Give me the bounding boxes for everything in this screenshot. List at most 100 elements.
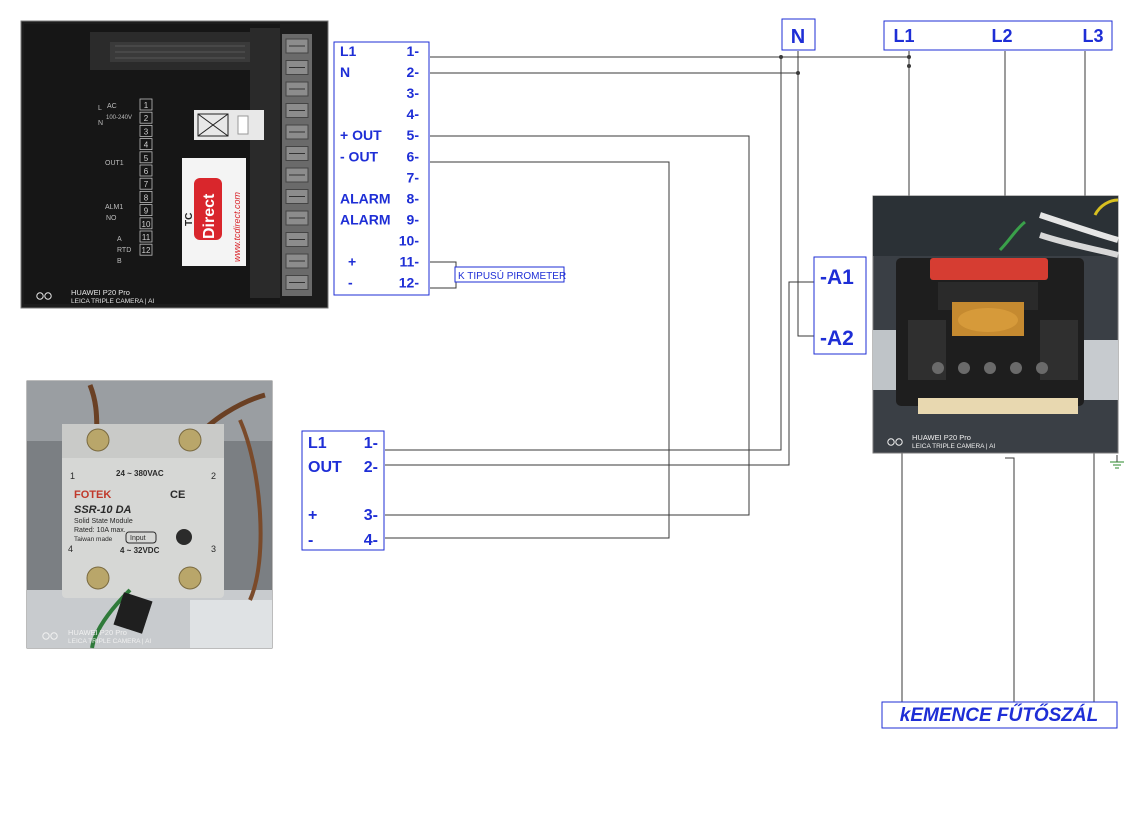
terminal-left-label: + OUT <box>340 127 382 143</box>
led-indicator-icon <box>176 529 192 545</box>
wire-out-minus-to-ssr4 <box>385 161 670 539</box>
pin-number-box <box>139 230 153 243</box>
terminal-number: 7- <box>407 169 420 185</box>
white-cable <box>1039 232 1119 258</box>
pin-number-box <box>139 204 153 217</box>
junction-dot <box>907 64 911 68</box>
brown-wire <box>238 419 263 601</box>
pin-number-box <box>139 177 153 190</box>
caption-line2: LEICA TRIPLE CAMERA | AI <box>68 638 151 645</box>
photo-label-rtd: RTD <box>117 247 131 254</box>
terminal-left-label: N <box>340 64 350 80</box>
terminal-number: 8- <box>407 190 420 206</box>
phase-label-l3: L3 <box>1082 26 1103 46</box>
photo-contactor: HUAWEI P20 Pro LEICA TRIPLE CAMERA | AI <box>872 195 1119 454</box>
neutral-label: N <box>791 26 805 48</box>
pin-number-box <box>139 243 153 256</box>
sticker-prefix: TC <box>184 213 195 226</box>
ssr-subtitle: Solid State Module <box>74 518 133 525</box>
terminal-number: 11- <box>400 254 420 270</box>
sticker-brand: Direct <box>201 193 218 239</box>
caption-line1: HUAWEI P20 Pro <box>71 288 130 297</box>
pyrometer-label-box: K TIPUSÚ PIROMETER <box>454 266 566 283</box>
pin-number-box <box>139 164 153 177</box>
terminal-number: 2- <box>407 64 420 80</box>
ssr-pin1: 1 <box>70 471 75 481</box>
photo-caption: HUAWEI P20 Pro LEICA TRIPLE CAMERA | AI <box>887 433 995 450</box>
junction-dot <box>779 55 783 59</box>
terminal-left-label: OUT <box>308 459 342 476</box>
ssr-pin4: 4 <box>68 544 73 554</box>
wire-pyrometer <box>430 261 457 289</box>
photo-caption: HUAWEI P20 Pro LEICA TRIPLE CAMERA | AI <box>42 628 151 645</box>
photo-label-n: N <box>98 120 103 127</box>
terminal-left-label: ALARM <box>340 190 391 206</box>
terminal-number: 3- <box>407 85 420 101</box>
photo-label-alm1: ALM1 <box>105 204 123 211</box>
wire-heater-2 <box>1005 457 1015 702</box>
pin-number: 11 <box>142 233 151 242</box>
phase-label-l2: L2 <box>991 26 1012 46</box>
pin-number: 1 <box>144 101 149 110</box>
sticker-url: www.tcdirect.com <box>232 191 242 262</box>
pyrometer-label: K TIPUSÚ PIROMETER <box>458 269 566 282</box>
photo-label-a: A <box>117 236 122 243</box>
contactor-coil-box: -A1 -A2 <box>813 256 867 355</box>
ssr-origin: Taiwan made <box>74 536 113 543</box>
junction-dot <box>907 55 911 59</box>
terminal-number: 1- <box>407 43 420 59</box>
terminal-left-label: - <box>308 532 313 549</box>
photo-label-no: NO <box>106 215 117 222</box>
heater-label: kEMENCE FŰTŐSZÁL <box>900 704 1098 726</box>
junction-dots <box>779 55 911 75</box>
caption-line2: LEICA TRIPLE CAMERA | AI <box>71 298 154 305</box>
terminal-number: 2- <box>364 459 378 476</box>
photo-ssr: 1 2 24 ~ 380VAC FOTEK CE SSR-10 DA Solid… <box>26 380 273 649</box>
pin-number: 8 <box>144 193 149 202</box>
terminal-number: 12- <box>399 275 420 291</box>
ground-icon <box>1110 461 1124 469</box>
ssr-pin2: 2 <box>211 471 216 481</box>
pin-number-box <box>139 151 153 164</box>
heater-label-box: kEMENCE FŰTŐSZÁL <box>881 701 1118 729</box>
green-yellow-wire <box>998 220 1026 252</box>
ssr-rating: Rated: 10A max. <box>74 527 126 534</box>
terminal-left-label: L1 <box>308 435 327 452</box>
photo-label-b: B <box>117 258 122 265</box>
caption-line2: LEICA TRIPLE CAMERA | AI <box>912 443 995 450</box>
pin-number: 3 <box>144 127 149 136</box>
ssr-ac-range: 24 ~ 380VAC <box>116 469 164 478</box>
coil-a2-label: -A2 <box>820 327 854 350</box>
ssr-marks: CE <box>170 489 185 501</box>
terminal-number: 4- <box>364 532 378 549</box>
pin-number-box <box>139 111 153 124</box>
pin-number: 12 <box>142 246 151 255</box>
ssr-input-label: Input <box>130 535 146 542</box>
coil-a1-label: -A1 <box>820 266 854 289</box>
photo-label-l: L <box>98 105 102 112</box>
neutral-bus <box>797 51 815 337</box>
pin-number-box <box>139 98 153 111</box>
pin-number-box <box>139 217 153 230</box>
pin-number-box <box>139 138 153 151</box>
photo-label-ac: AC <box>107 103 117 110</box>
terminal-number: 10- <box>399 232 420 248</box>
ssr-model: SSR-10 DA <box>74 504 132 516</box>
pin-number: 9 <box>144 207 149 216</box>
ssr-pin3: 3 <box>211 544 216 554</box>
pin-number: 10 <box>142 220 151 229</box>
yellow-wire <box>1093 198 1119 216</box>
terminal-number: 6- <box>407 148 420 164</box>
terminal-number: 4- <box>407 106 420 122</box>
neutral-label-box: N <box>781 18 816 51</box>
terminal-number: 3- <box>364 507 378 524</box>
photo-label-out1: OUT1 <box>105 160 124 167</box>
wire-out-plus-to-ssr3 <box>385 135 750 516</box>
pin-number-box <box>139 190 153 203</box>
ssr-brand: FOTEK <box>74 489 111 501</box>
